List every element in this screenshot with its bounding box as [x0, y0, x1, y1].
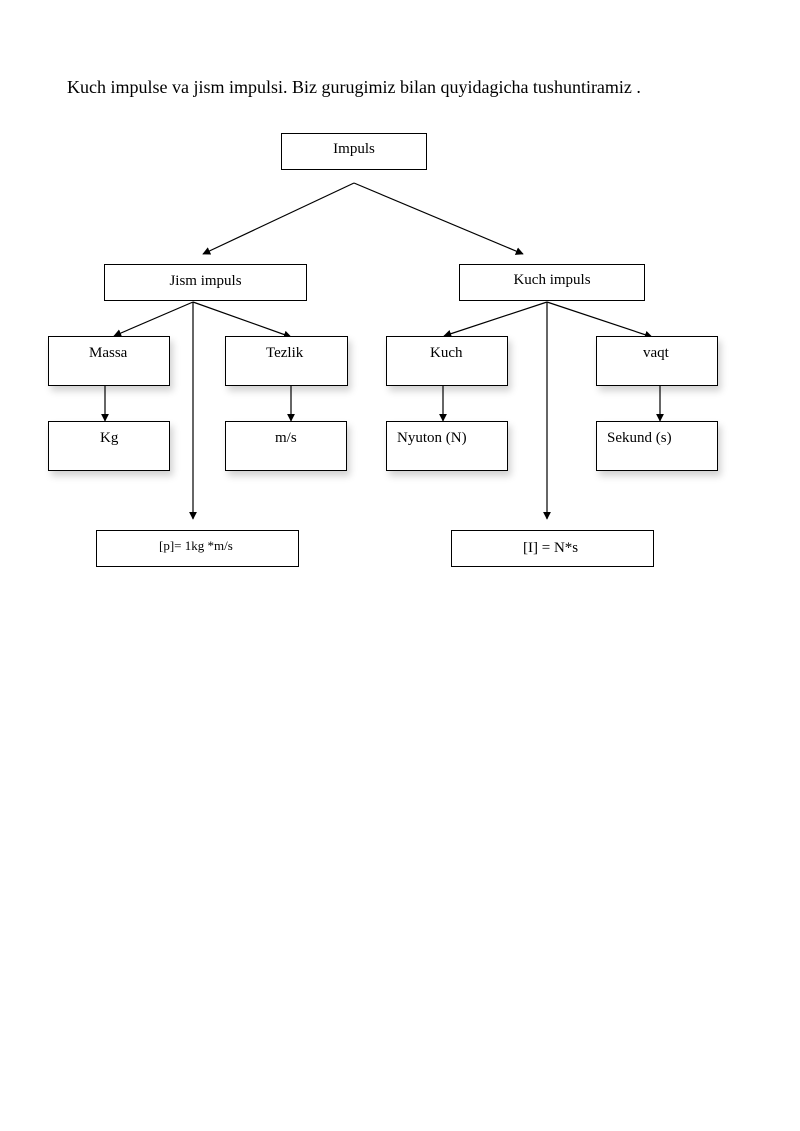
node-m-per-s: m/s	[225, 421, 347, 471]
node-jism-impuls-label: Jism impuls	[169, 273, 242, 289]
node-kg-label: Kg	[100, 430, 119, 446]
node-kuch-impuls: Kuch impuls	[459, 264, 645, 301]
node-kuch: Kuch	[386, 336, 508, 386]
node-vaqt: vaqt	[596, 336, 718, 386]
node-formula-p-label: [p]= 1kg *m/s	[159, 538, 233, 553]
node-sekund: Sekund (s)	[596, 421, 718, 471]
node-massa-label: Massa	[89, 345, 128, 361]
arrow-kuchimp-to-vaqt	[546, 301, 653, 339]
node-m-per-s-label: m/s	[275, 430, 297, 446]
node-nyuton-label: Nyuton (N)	[397, 430, 467, 446]
node-impuls: Impuls	[281, 133, 427, 170]
node-massa: Massa	[48, 336, 170, 386]
node-formula-i: [I] = N*s	[451, 530, 654, 567]
node-sekund-label: Sekund (s)	[607, 430, 672, 446]
node-tezlik-label: Tezlik	[266, 345, 304, 361]
node-jism-impuls: Jism impuls	[104, 264, 307, 301]
node-formula-i-label: [I] = N*s	[523, 540, 579, 556]
arrow-impuls-to-jism	[202, 182, 355, 255]
node-nyuton: Nyuton (N)	[386, 421, 508, 471]
node-kuch-impuls-label: Kuch impuls	[513, 272, 591, 288]
node-kuch-label: Kuch	[430, 345, 463, 361]
arrow-impuls-to-kuch-impuls	[353, 182, 524, 255]
node-impuls-label: Impuls	[333, 141, 375, 157]
arrow-kuchimp-to-kuch	[443, 301, 548, 338]
node-kg: Kg	[48, 421, 170, 471]
node-tezlik: Tezlik	[225, 336, 348, 386]
node-vaqt-label: vaqt	[643, 345, 669, 361]
node-formula-p: [p]= 1kg *m/s	[96, 530, 299, 567]
arrow-jism-to-massa	[113, 301, 194, 337]
arrow-jism-to-tezlik	[192, 301, 292, 339]
intro-text: Kuch impulse va jism impulsi. Biz gurugi…	[67, 77, 641, 97]
